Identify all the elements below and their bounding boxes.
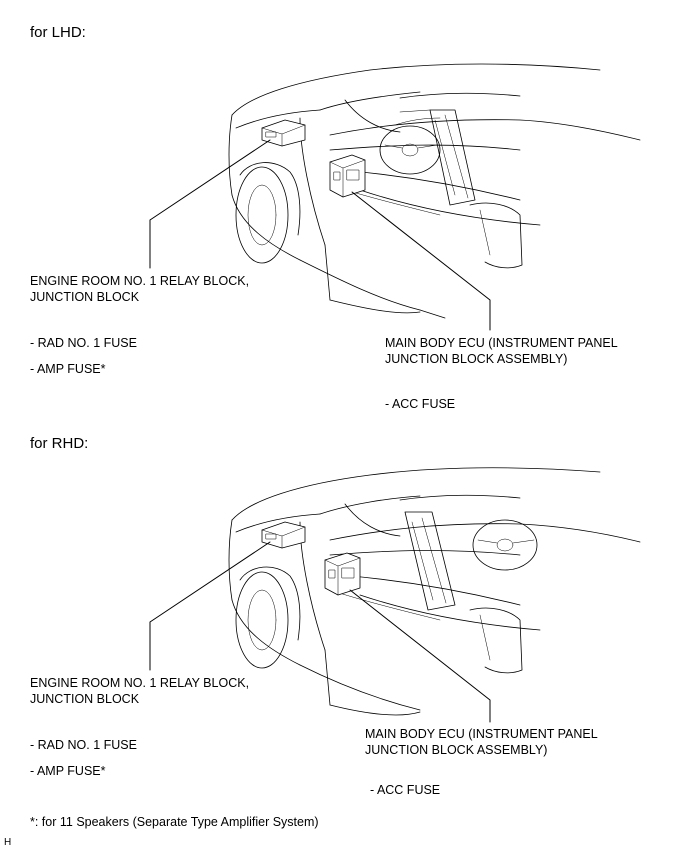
lhd-relay-block-leader-line	[149, 139, 271, 269]
lhd-relay-block-label-line1: ENGINE ROOM NO. 1 RELAY BLOCK,	[30, 274, 250, 288]
corner-mark: H	[4, 837, 12, 848]
rhd-car-body	[228, 467, 601, 716]
lhd-engine-room-relay-block	[261, 119, 306, 147]
lhd-car-body	[228, 63, 601, 319]
rhd-relay-block-label-line1: ENGINE ROOM NO. 1 RELAY BLOCK,	[30, 676, 250, 690]
lhd-ecu-label-line2: JUNCTION BLOCK ASSEMBLY)	[385, 352, 568, 366]
lhd-main-body-ecu	[329, 154, 366, 198]
rhd-dashboard	[329, 511, 641, 674]
rhd-amp-fuse-label: - AMP FUSE*	[30, 764, 106, 778]
rhd-ecu-label-line2: JUNCTION BLOCK ASSEMBLY)	[365, 743, 548, 757]
rhd-acc-fuse-label: - ACC FUSE	[370, 783, 441, 797]
lhd-relay-block-label-line2: JUNCTION BLOCK	[30, 290, 140, 304]
rhd-main-body-ecu	[324, 552, 361, 596]
rhd-relay-block-label-line2: JUNCTION BLOCK	[30, 692, 140, 706]
footnote: *: for 11 Speakers (Separate Type Amplif…	[30, 815, 319, 829]
rhd-ecu-label-line1: MAIN BODY ECU (INSTRUMENT PANEL	[365, 727, 598, 741]
rhd-engine-room-relay-block	[261, 521, 306, 549]
rhd-ecu-leader-line	[349, 589, 491, 723]
lhd-acc-fuse-label: - ACC FUSE	[385, 397, 456, 411]
rhd-heading: for RHD:	[30, 435, 89, 452]
rhd-rad-fuse-label: - RAD NO. 1 FUSE	[30, 738, 137, 752]
lhd-rad-fuse-label: - RAD NO. 1 FUSE	[30, 336, 137, 350]
lhd-amp-fuse-label: - AMP FUSE*	[30, 362, 106, 376]
lhd-heading: for LHD:	[30, 24, 86, 41]
lhd-ecu-label-line1: MAIN BODY ECU (INSTRUMENT PANEL	[385, 336, 618, 350]
lhd-ecu-leader-line	[351, 191, 491, 331]
rhd-relay-block-leader-line	[149, 541, 271, 671]
